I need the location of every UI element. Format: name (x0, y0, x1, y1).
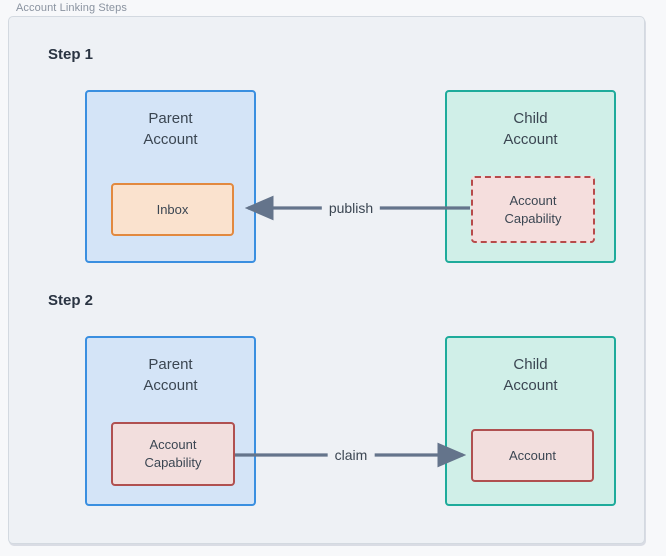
step-1-child-account-title: Child Account (503, 110, 558, 149)
step-1-parent-account-box[interactable]: Parent Account Inbox (85, 90, 256, 263)
step-1-account-capability-box[interactable]: Account Capability (471, 176, 595, 243)
step-1-parent-account-title: Parent Account (143, 110, 198, 149)
step-2-parent-account-title: Parent Account (143, 356, 198, 395)
step-2-account-box[interactable]: Account (471, 429, 594, 482)
step-2-child-account-title: Child Account (503, 356, 558, 395)
publish-arrow-label: publish (321, 200, 381, 216)
step-2-account-capability-box[interactable]: Account Capability (111, 422, 235, 486)
step-2-child-account-box[interactable]: Child Account Account (445, 336, 616, 506)
step-1-child-account-box[interactable]: Child Account Account Capability (445, 90, 616, 263)
panel-title: Account Linking Steps (14, 2, 131, 14)
step-2-parent-account-box[interactable]: Parent Account Account Capability (85, 336, 256, 506)
claim-arrow-label: claim (327, 447, 375, 463)
step-1-inbox-box[interactable]: Inbox (111, 183, 234, 236)
step-1-label: Step 1 (48, 46, 94, 63)
step-2-label: Step 2 (48, 292, 94, 309)
